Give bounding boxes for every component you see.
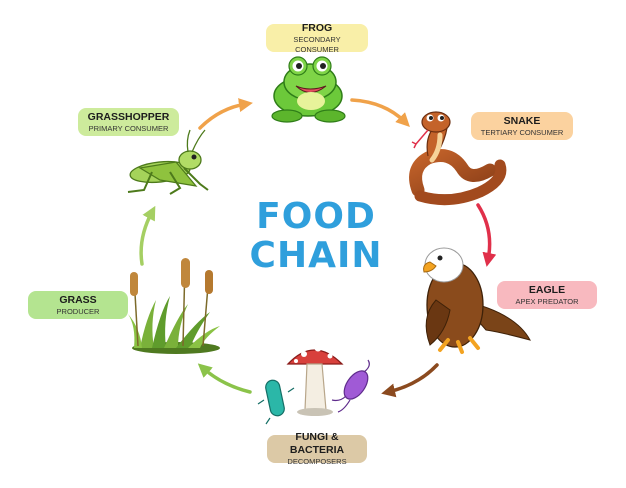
node-label-snake: SNAKE TERTIARY CONSUMER <box>471 112 573 140</box>
node-role-grass: PRODUCER <box>56 306 100 316</box>
node-label-fungi: FUNGI & BACTERIA DECOMPOSERS <box>267 431 367 466</box>
node-label-eagle: EAGLE APEX PREDATOR <box>497 281 597 309</box>
eagle-icon <box>423 247 531 354</box>
node-name-eagle: EAGLE <box>528 283 566 296</box>
frog-icon <box>271 56 346 123</box>
arrow-eagle-to-fungi <box>381 363 439 398</box>
arrow-grass-to-grasshopper <box>139 205 156 266</box>
node-role-grasshopper: PRIMARY CONSUMER <box>88 123 169 133</box>
arrow-frog-to-snake <box>350 98 410 127</box>
arrow-fungi-to-grass <box>197 363 252 394</box>
node-label-frog: FROG SECONDARY CONSUMER <box>266 21 368 54</box>
node-name-fungi: FUNGI & BACTERIA <box>289 431 345 456</box>
node-name-snake: SNAKE <box>503 114 541 127</box>
node-label-grasshopper: GRASSHOPPER PRIMARY CONSUMER <box>78 108 179 136</box>
arrow-snake-to-eagle <box>476 203 497 267</box>
snake-icon <box>409 111 507 206</box>
title-chain: CHAIN <box>249 235 383 276</box>
node-name-grass: GRASS <box>59 293 97 306</box>
node-name-grasshopper: GRASSHOPPER <box>87 110 170 123</box>
title-food: FOOD <box>256 196 376 237</box>
grasshopper-icon <box>127 129 209 195</box>
node-role-snake: TERTIARY CONSUMER <box>480 127 564 137</box>
node-role-eagle: APEX PREDATOR <box>515 296 579 306</box>
grass-icon <box>128 258 220 354</box>
mushroom-bacteria-icon <box>257 344 370 425</box>
arrow-grasshopper-to-frog <box>198 98 253 130</box>
node-role-frog: SECONDARY CONSUMER <box>293 34 341 54</box>
node-role-fungi: DECOMPOSERS <box>287 457 347 466</box>
node-label-grass: GRASS PRODUCER <box>28 291 128 319</box>
node-name-frog: FROG <box>301 21 333 34</box>
